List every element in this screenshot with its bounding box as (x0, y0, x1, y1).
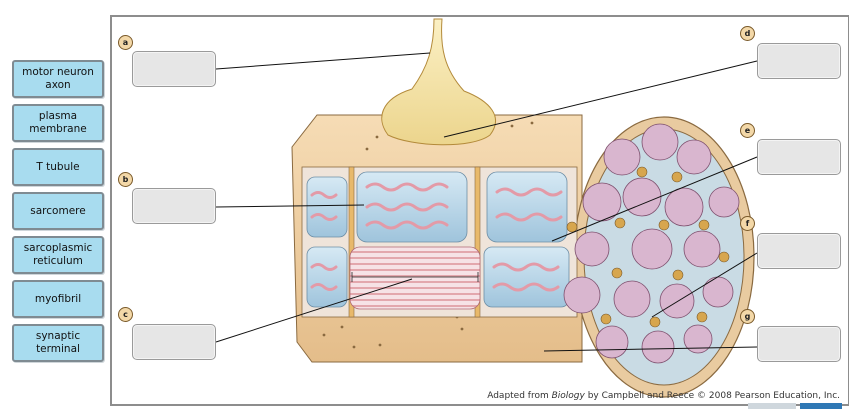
label-tile-motor-neuron-axon[interactable]: motor neuron axon (12, 60, 104, 98)
label-text: synaptic terminal (35, 330, 81, 355)
badge-f: f (740, 216, 755, 231)
label-text: sarcomere (30, 204, 86, 217)
badge-a: a (118, 35, 133, 50)
label-text: T tubule (36, 160, 80, 173)
drop-target-e[interactable] (757, 139, 841, 175)
label-tile-myofibril[interactable]: myofibril (12, 280, 104, 318)
muscle-fiber-illustration (215, 18, 758, 398)
badge-g: g (740, 309, 755, 324)
leader-lines (215, 52, 758, 352)
drop-target-c[interactable] (132, 324, 216, 360)
toolbar-tab-2[interactable] (800, 403, 842, 409)
synaptic-terminal-drawing (381, 18, 496, 146)
label-text: sarcoplasmic reticulum (23, 242, 93, 267)
label-text: myofibril (34, 292, 82, 305)
label-tile-plasma-membrane[interactable]: plasma membrane (12, 104, 104, 142)
drop-target-g[interactable] (757, 326, 841, 362)
label-text: motor neuron axon (22, 66, 94, 91)
badge-d: d (740, 26, 755, 41)
mitochondria (566, 166, 730, 328)
badge-b: b (118, 172, 133, 187)
badge-c: c (118, 307, 133, 322)
label-tile-t-tubule[interactable]: T tubule (12, 148, 104, 186)
label-text: plasma membrane (29, 110, 87, 135)
label-tile-sarcoplasmic-reticulum[interactable]: sarcoplasmic reticulum (12, 236, 104, 274)
badge-e: e (740, 123, 755, 138)
toolbar-tab-1[interactable] (748, 403, 796, 409)
image-credit: Adapted from Biology by Campbell and Ree… (487, 391, 840, 401)
label-tile-synaptic-terminal[interactable]: synaptic terminal (12, 324, 104, 362)
label-tile-sarcomere[interactable]: sarcomere (12, 192, 104, 230)
drop-target-a[interactable] (132, 51, 216, 87)
drop-target-d[interactable] (757, 43, 841, 79)
myofibril-cutaway (301, 166, 578, 318)
diagram-stage: a b c d e f g Adapted from Biology by Ca… (110, 15, 849, 406)
drop-target-b[interactable] (132, 188, 216, 224)
drop-target-f[interactable] (757, 233, 841, 269)
